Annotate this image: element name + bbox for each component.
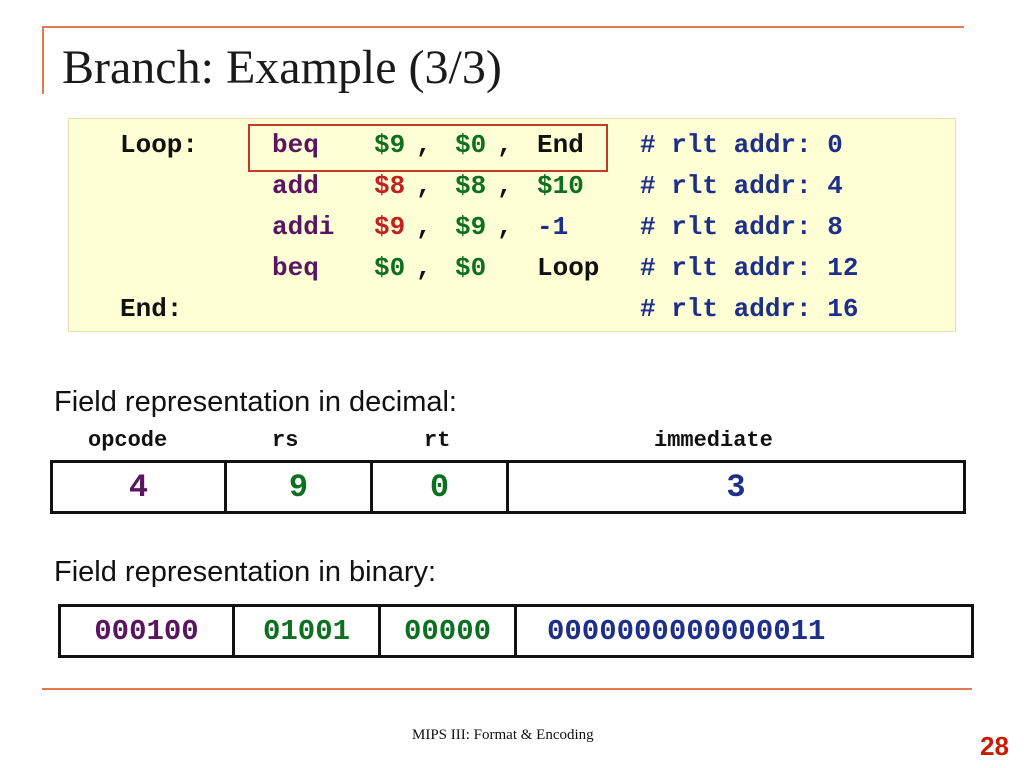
code-comment: # rlt addr: 16 bbox=[640, 294, 859, 324]
code-comment: # rlt addr: 8 bbox=[640, 212, 843, 242]
code-arg: $0 bbox=[374, 253, 406, 283]
code-arg: $9 bbox=[374, 130, 406, 160]
code-line: Loop: beq $9 , $0 , End # rlt addr: 0 bbox=[69, 125, 843, 165]
binary-immediate-cell: 0000000000000011 bbox=[547, 614, 826, 648]
code-arg: $0 bbox=[455, 253, 487, 283]
code-opcode: addi bbox=[272, 212, 335, 242]
page-number: 28 bbox=[980, 731, 1009, 761]
code-arg: , bbox=[416, 130, 432, 160]
code-label: Loop: bbox=[120, 130, 199, 160]
decimal-caption: Field representation in decimal: bbox=[54, 386, 457, 418]
code-arg: $10 bbox=[537, 171, 584, 201]
code-line: End: # rlt addr: 16 bbox=[69, 289, 858, 329]
binary-opcode-cell: 000100 bbox=[61, 607, 235, 655]
binary-caption: Field representation in binary: bbox=[54, 556, 437, 588]
code-opcode: add bbox=[272, 171, 319, 201]
header-rt: rt bbox=[424, 428, 451, 453]
code-line: addi $9 , $9 , -1 # rlt addr: 8 bbox=[69, 207, 843, 247]
code-arg: $9 bbox=[455, 212, 487, 242]
left-rule bbox=[42, 26, 44, 94]
decimal-rt-cell: 0 bbox=[373, 463, 509, 511]
header-immediate: immediate bbox=[654, 428, 773, 453]
code-comment: # rlt addr: 12 bbox=[640, 253, 859, 283]
code-arg: , bbox=[497, 212, 513, 242]
decimal-field-table: 4 9 0 3 bbox=[50, 460, 966, 514]
decimal-opcode-cell: 4 bbox=[53, 463, 227, 511]
footer-text: MIPS III: Format & Encoding bbox=[412, 727, 594, 743]
binary-field-table: 000100 01001 00000 0000000000000011 bbox=[58, 604, 974, 658]
code-arg: , bbox=[497, 130, 513, 160]
code-arg: Loop bbox=[537, 253, 600, 283]
top-rule bbox=[42, 26, 964, 28]
code-arg: , bbox=[416, 253, 432, 283]
code-arg: , bbox=[497, 171, 513, 201]
code-arg: $0 bbox=[455, 130, 487, 160]
code-arg: , bbox=[416, 212, 432, 242]
code-opcode: beq bbox=[272, 130, 319, 160]
decimal-immediate-cell: 3 bbox=[726, 468, 746, 506]
code-comment: # rlt addr: 4 bbox=[640, 171, 843, 201]
header-opcode: opcode bbox=[88, 428, 168, 453]
decimal-rs-cell: 9 bbox=[227, 463, 373, 511]
code-comment: # rlt addr: 0 bbox=[640, 130, 843, 160]
code-arg: , bbox=[416, 171, 432, 201]
slide-title: Branch: Example (3/3) bbox=[62, 41, 502, 94]
code-arg: $9 bbox=[374, 212, 406, 242]
code-block: Loop: beq $9 , $0 , End # rlt addr: 0 ad… bbox=[68, 118, 956, 332]
code-arg: $8 bbox=[374, 171, 406, 201]
binary-rs-cell: 01001 bbox=[235, 607, 381, 655]
bottom-rule bbox=[42, 688, 972, 690]
highlight-box bbox=[248, 124, 608, 172]
code-label: End: bbox=[120, 294, 183, 324]
code-arg: End bbox=[537, 130, 584, 160]
code-opcode: beq bbox=[272, 253, 319, 283]
code-arg: $8 bbox=[455, 171, 487, 201]
binary-rt-cell: 00000 bbox=[381, 607, 517, 655]
header-rs: rs bbox=[272, 428, 299, 453]
code-line: beq $0 , $0 Loop # rlt addr: 12 bbox=[69, 248, 858, 288]
code-arg: -1 bbox=[537, 212, 569, 242]
code-line: add $8 , $8 , $10 # rlt addr: 4 bbox=[69, 166, 843, 206]
